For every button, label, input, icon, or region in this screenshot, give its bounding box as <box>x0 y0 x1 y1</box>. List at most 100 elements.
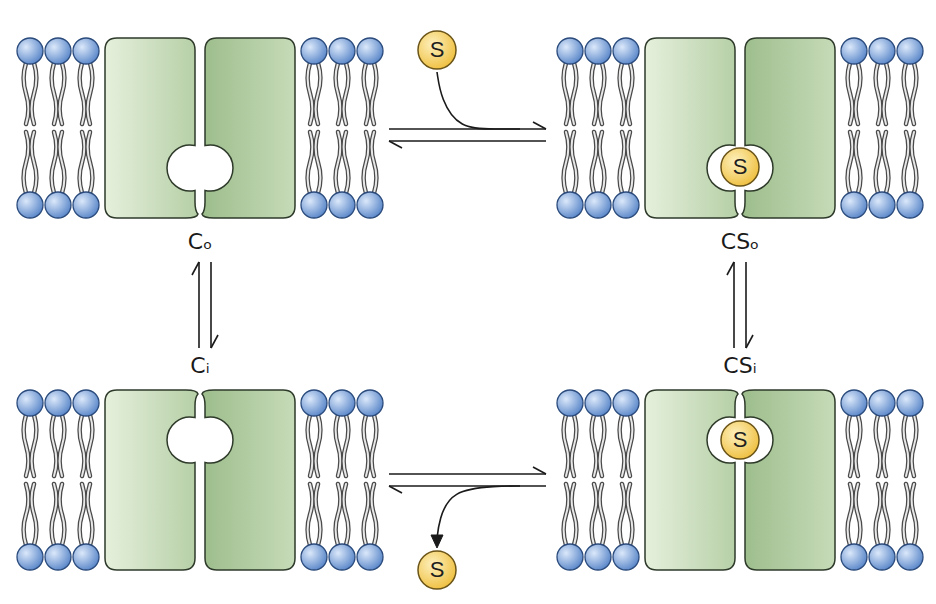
lipid-tail <box>628 415 633 476</box>
lipid-tail <box>60 484 65 545</box>
lipid-tail <box>80 415 85 476</box>
lipid-tail <box>24 484 29 545</box>
lipid-tail <box>592 484 597 545</box>
lipid-tail <box>344 132 349 193</box>
lipid-tail <box>364 63 369 124</box>
lipid-head <box>45 544 71 570</box>
lipid-tail <box>592 63 597 124</box>
lipid-tail <box>884 415 889 476</box>
lipid-head <box>329 192 355 218</box>
lipid-tail <box>628 484 633 545</box>
substrate-circle: S <box>720 420 760 460</box>
lipid-tail <box>628 63 633 124</box>
lipid-tail <box>600 132 605 193</box>
lipid-tail <box>620 63 625 124</box>
state-label: CSₒ <box>550 228 930 256</box>
lipid-tail <box>856 484 861 545</box>
lipid-tail <box>60 132 65 193</box>
lipid-tail <box>592 415 597 476</box>
lipid-head <box>613 38 639 64</box>
lipid-tail <box>80 415 85 476</box>
lipid-head <box>301 192 327 218</box>
transporter-protein <box>645 38 835 218</box>
lipid-tail <box>52 132 57 193</box>
lipid-tail <box>904 484 909 545</box>
lipid-head <box>17 38 43 64</box>
lipid-head <box>897 390 923 416</box>
lipid-head <box>841 192 867 218</box>
lipid-tail <box>88 484 93 545</box>
lipid-tail <box>24 63 29 124</box>
equilibrium-arrow <box>727 262 753 348</box>
lipid-tail <box>904 63 909 124</box>
transporter-protein <box>105 390 295 570</box>
lipid-tail <box>600 415 605 476</box>
substrate-circle: S <box>417 550 457 590</box>
lipid-tail <box>884 63 889 124</box>
lipid-head <box>17 544 43 570</box>
lipid-tail <box>912 484 917 545</box>
lipid-tail <box>336 132 341 193</box>
lipid-tail <box>60 415 65 476</box>
lipid-head <box>301 544 327 570</box>
lipid-tail <box>876 63 881 124</box>
lipid-tail <box>620 415 625 476</box>
transporter-state: CSₒ S <box>550 36 930 258</box>
lipid-tail <box>336 415 341 476</box>
lipid-tail <box>876 132 881 193</box>
lipid-tail <box>628 63 633 124</box>
lipid-head <box>869 38 895 64</box>
lipid-tail <box>848 415 853 476</box>
state-label: Cᵢ <box>5 352 395 380</box>
lipid-tail <box>372 63 377 124</box>
lipid-tail <box>884 132 889 193</box>
lipid-tail <box>364 415 369 476</box>
lipid-tail <box>316 63 321 124</box>
arrow-line <box>389 473 546 475</box>
lipid-head <box>73 544 99 570</box>
lipid-tail <box>52 484 57 545</box>
lipid-head <box>301 38 327 64</box>
lipid-tail <box>628 132 633 193</box>
lipid-tail <box>856 63 861 124</box>
lipid-tail <box>600 484 605 545</box>
lipid-tail <box>308 132 313 193</box>
lipid-tail <box>904 63 909 124</box>
lipid-tail <box>52 415 57 476</box>
lipid-tail <box>372 63 377 124</box>
substrate-label: S <box>417 550 457 590</box>
lipid-tail <box>572 484 577 545</box>
lipid-head <box>329 544 355 570</box>
lipid-tail <box>620 63 625 124</box>
arrow-barb <box>389 486 402 493</box>
lipid-tail <box>876 415 881 476</box>
lipid-tail <box>316 63 321 124</box>
lipid-tail <box>620 484 625 545</box>
lipid-head <box>841 544 867 570</box>
lipid-tail <box>592 484 597 545</box>
lipid-tail <box>364 63 369 124</box>
lipid-head <box>17 192 43 218</box>
membrane <box>557 38 923 218</box>
lipid-tail <box>856 132 861 193</box>
lipid-tail <box>912 415 917 476</box>
lipid-tail <box>24 132 29 193</box>
lipid-tail <box>572 63 577 124</box>
substrate-circle: S <box>720 147 760 187</box>
lipid-tail <box>32 415 37 476</box>
arrow-line <box>389 485 546 487</box>
lipid-tail <box>336 484 341 545</box>
lipid-tail <box>60 415 65 476</box>
lipid-head <box>613 192 639 218</box>
substrate-label: S <box>720 147 760 187</box>
lipid-tail <box>52 415 57 476</box>
lipid-head <box>73 192 99 218</box>
lipid-tail <box>364 484 369 545</box>
lipid-bilayer <box>17 390 383 570</box>
lipid-tail <box>572 132 577 193</box>
arrow-line <box>745 262 747 348</box>
arrow-barb <box>746 335 753 348</box>
lipid-tail <box>336 415 341 476</box>
lipid-head <box>557 390 583 416</box>
lipid-tail <box>884 484 889 545</box>
